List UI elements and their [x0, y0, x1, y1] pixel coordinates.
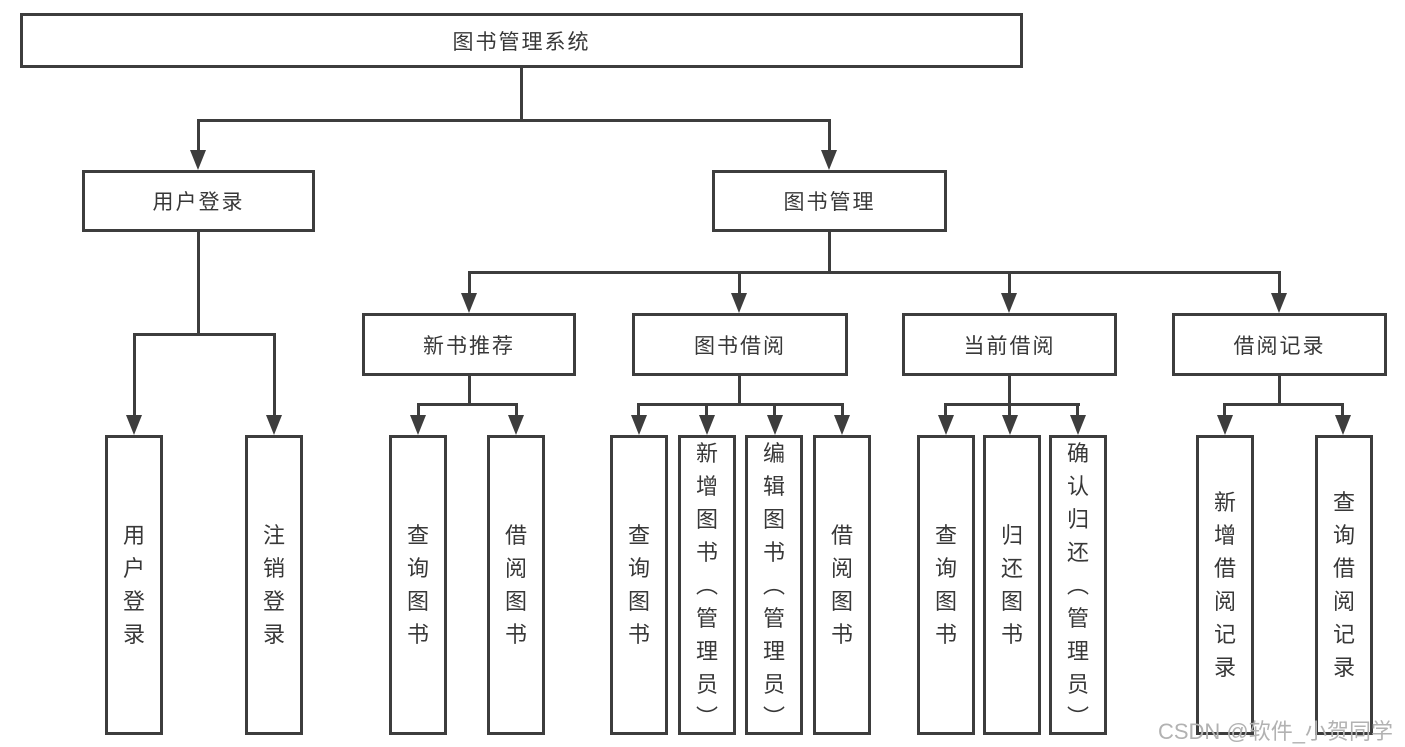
connector-book-mgmt-stem: [828, 232, 831, 273]
connector-drop: [944, 403, 947, 415]
leaf-label: 借阅图书: [504, 523, 527, 647]
leaf-return-books: 归还图书: [983, 435, 1041, 735]
arrowhead-leaf: [938, 415, 954, 435]
node-label: 图书管理: [783, 191, 876, 214]
connector-root-stem: [520, 68, 523, 120]
arrowhead-borrow-records: [1271, 293, 1287, 313]
csdn-watermark: CSDN @软件_小贺同学: [1157, 719, 1393, 744]
leaf-label: 新增图书︵管理员︶: [695, 440, 718, 730]
leaf-query-books-borrow: 查询图书: [610, 435, 668, 735]
node-label: 用户登录: [152, 191, 245, 214]
connector-user-login-bus: [133, 333, 276, 336]
node-label: 图书管理系统: [452, 30, 591, 54]
connector-drop: [417, 403, 420, 415]
leaf-label: 查询图书: [934, 523, 957, 647]
connector-drop-new-books: [468, 271, 471, 293]
leaf-add-borrow-record: 新增借阅记录: [1196, 435, 1254, 735]
leaf-label: 查询图书: [627, 523, 650, 647]
connector-drop: [773, 403, 776, 415]
arrowhead-current-borrow: [1001, 293, 1017, 313]
arrowhead-leaf: [631, 415, 647, 435]
connector-drop-borrow-records: [1278, 271, 1281, 293]
arrowhead-new-books: [461, 293, 477, 313]
node-label: 借阅记录: [1233, 334, 1326, 358]
leaf-user-login: 用户登录: [105, 435, 163, 735]
arrowhead-book-management: [821, 150, 837, 170]
connector-drop-leaf-logout: [273, 333, 276, 415]
connector-borrow-records-stem: [1278, 376, 1281, 405]
leaf-edit-book-admin: 编辑图书︵管理员︶: [745, 435, 803, 735]
arrowhead-leaf-login: [126, 415, 142, 435]
arrowhead-user-login: [190, 150, 206, 170]
arrowhead-book-borrow: [731, 293, 747, 313]
leaf-label: 查询借阅记录: [1332, 490, 1355, 680]
arrowhead-leaf: [699, 415, 715, 435]
node-borrow-records: 借阅记录: [1172, 313, 1387, 376]
arrowhead-leaf-logout: [266, 415, 282, 435]
leaf-query-borrow-record: 查询借阅记录: [1315, 435, 1373, 735]
node-label: 图书借阅: [694, 334, 786, 358]
leaf-borrow-books-recommend: 借阅图书: [487, 435, 545, 735]
node-book-management: 图书管理: [712, 170, 947, 232]
connector-drop-leaf-login: [133, 333, 136, 415]
leaf-label: 借阅图书: [830, 523, 853, 647]
leaf-label: 编辑图书︵管理员︶: [762, 440, 785, 730]
node-user-login: 用户登录: [82, 170, 315, 232]
connector-level2-bus: [468, 271, 1281, 274]
node-label: 新书推荐: [423, 334, 515, 358]
connector-drop: [705, 403, 708, 415]
leaf-label: 确认归还︵管理员︶: [1066, 440, 1089, 730]
node-current-borrow: 当前借阅: [902, 313, 1117, 376]
arrowhead-leaf: [1002, 415, 1018, 435]
leaf-label: 归还图书: [1000, 523, 1023, 647]
connector-borrow-records-bus: [1223, 403, 1344, 406]
arrowhead-leaf: [508, 415, 524, 435]
arrowhead-leaf: [1070, 415, 1086, 435]
leaf-label: 查询图书: [406, 523, 429, 647]
leaf-query-books-current: 查询图书: [917, 435, 975, 735]
connector-new-books-stem: [468, 376, 471, 405]
node-label: 当前借阅: [963, 334, 1056, 358]
arrowhead-leaf: [1217, 415, 1233, 435]
connector-current-borrow-stem: [1008, 376, 1011, 405]
connector-drop: [1076, 403, 1079, 415]
leaf-confirm-return-admin: 确认归还︵管理员︶: [1049, 435, 1107, 735]
connector-level1-bus: [197, 119, 831, 122]
arrowhead-leaf: [834, 415, 850, 435]
connector-drop: [1008, 403, 1011, 415]
connector-drop: [515, 403, 518, 415]
leaf-label: 注销登录: [262, 523, 285, 647]
leaf-borrow-books: 借阅图书: [813, 435, 871, 735]
connector-drop-current-borrow: [1008, 271, 1011, 293]
connector-book-borrow-stem: [738, 376, 741, 405]
connector-drop: [841, 403, 844, 415]
arrowhead-leaf: [410, 415, 426, 435]
connector-current-borrow-bus: [944, 403, 1080, 406]
connector-drop: [1223, 403, 1226, 415]
connector-drop: [637, 403, 640, 415]
connector-drop-user-login: [197, 119, 200, 150]
node-library-system: 图书管理系统: [20, 13, 1023, 68]
arrowhead-leaf: [1335, 415, 1351, 435]
connector-drop: [1341, 403, 1344, 415]
leaf-add-book-admin: 新增图书︵管理员︶: [678, 435, 736, 735]
connector-drop-book-management: [828, 119, 831, 150]
leaf-query-books-recommend: 查询图书: [389, 435, 447, 735]
connector-drop-book-borrow: [738, 271, 741, 293]
leaf-label: 新增借阅记录: [1213, 490, 1236, 680]
leaf-logout: 注销登录: [245, 435, 303, 735]
node-book-borrow: 图书借阅: [632, 313, 848, 376]
leaf-label: 用户登录: [122, 523, 145, 647]
node-new-book-recommend: 新书推荐: [362, 313, 576, 376]
connector-user-login-stem: [197, 232, 200, 335]
connector-book-borrow-bus: [637, 403, 843, 406]
connector-new-books-bus: [417, 403, 518, 406]
arrowhead-leaf: [767, 415, 783, 435]
